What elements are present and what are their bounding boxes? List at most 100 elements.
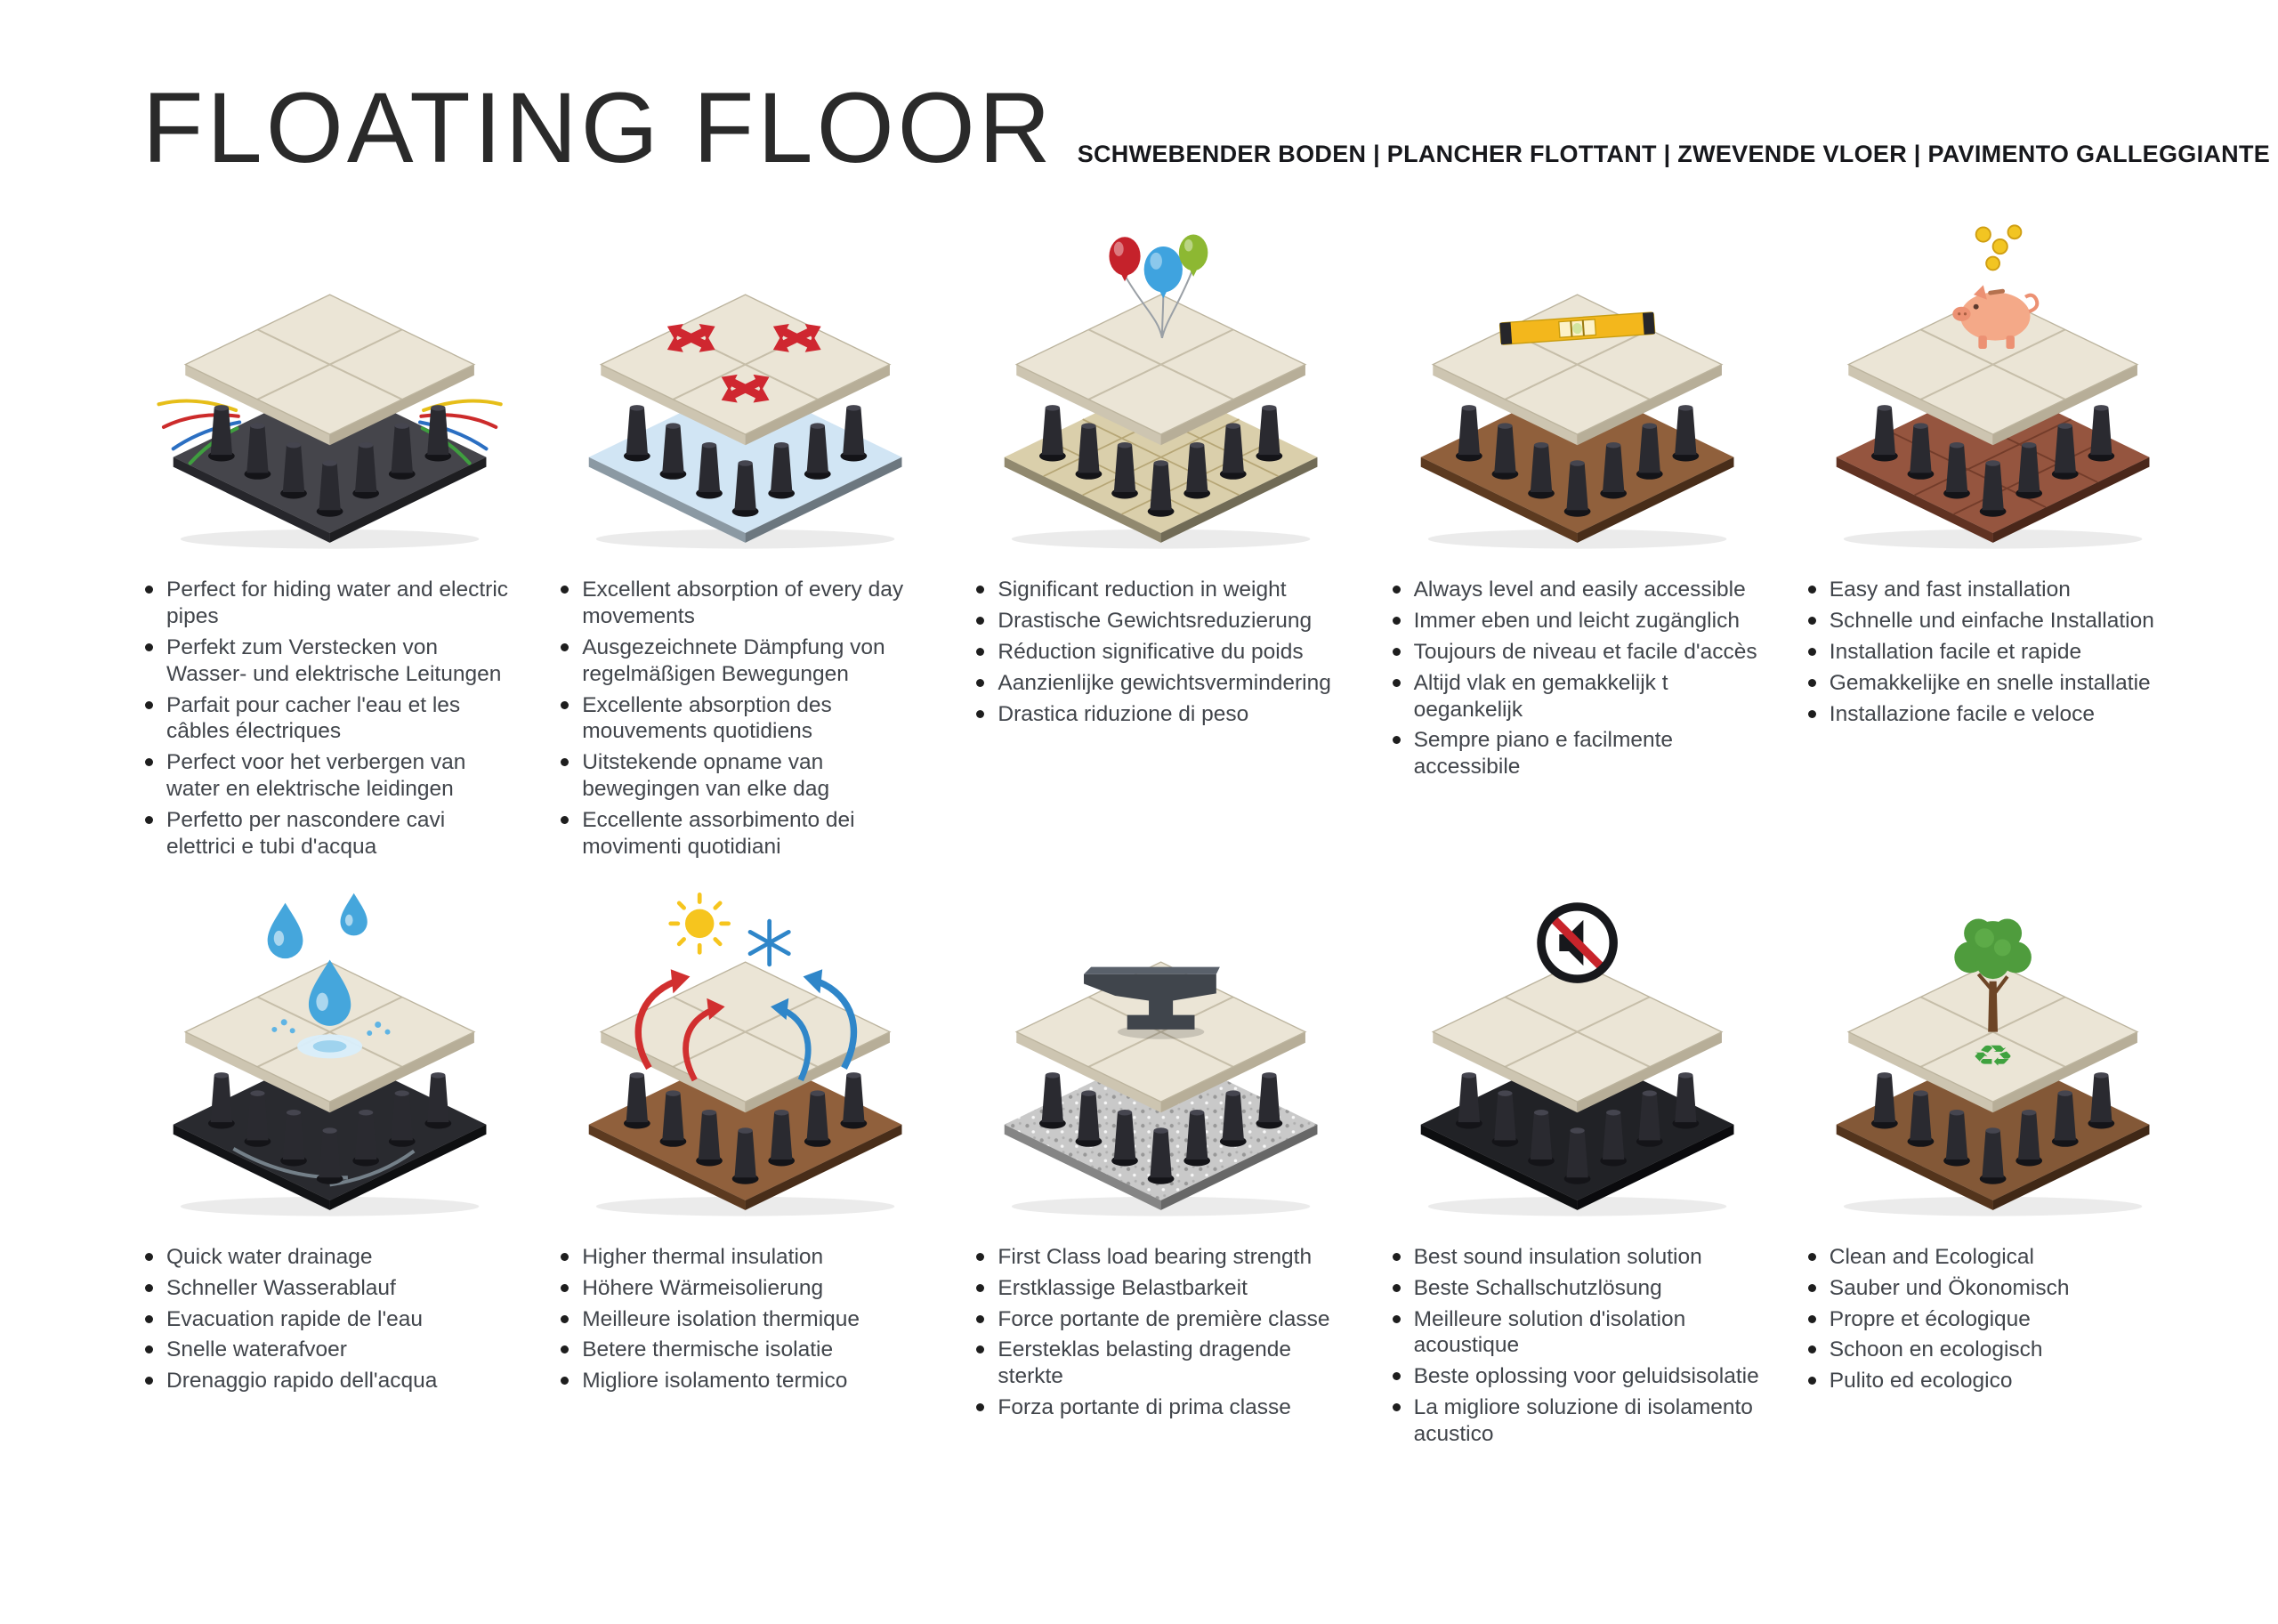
feature-item: Best sound insulation solution bbox=[1390, 1244, 1765, 1271]
warm-arrows-icon bbox=[634, 969, 725, 1082]
feature-item: Toujours de niveau et facile d'accès bbox=[1390, 639, 1765, 666]
feature-list: Perfect for hiding water and electric pi… bbox=[142, 577, 517, 865]
feature-item: Altijd vlak en gemakkelijk t oegankelijk bbox=[1390, 670, 1765, 723]
feature-item: Drastica riduzione di peso bbox=[973, 701, 1348, 728]
spirit-level-icon bbox=[1498, 311, 1655, 345]
feature-item: Eersteklas belasting dragende sterkte bbox=[973, 1337, 1348, 1390]
balloons-icon bbox=[1109, 234, 1208, 339]
feature-item: Clean and Ecological bbox=[1805, 1244, 2180, 1271]
floor-piggy-illustration bbox=[1805, 224, 2180, 553]
page-subtitle: SCHWEBENDER BODEN | PLANCHER FLOTTANT | … bbox=[1077, 141, 2271, 167]
feature-item: Drastische Gewichtsreduzierung bbox=[973, 608, 1348, 634]
page: FLOATING FLOOR SCHWEBENDER BODEN | PLANC… bbox=[142, 72, 2270, 1452]
feature-item: Sempre piano e facilmente accessibile bbox=[1390, 727, 1765, 780]
feature-item: Perfect for hiding water and electric pi… bbox=[142, 577, 517, 630]
feature-item: Quick water drainage bbox=[142, 1244, 517, 1271]
feature-movement-absorption: Excellent absorption of every day moveme… bbox=[558, 222, 933, 865]
feature-item: Schoon en ecologisch bbox=[1805, 1337, 2180, 1363]
coins-icon bbox=[1975, 224, 2023, 271]
feature-item: Erstklassige Belastbarkeit bbox=[973, 1275, 1348, 1302]
feature-item: Ausgezeichnete Dämpfung von regelmäßigen… bbox=[558, 634, 933, 688]
feature-row-1: Perfect for hiding water and electric pi… bbox=[142, 222, 2180, 865]
water-drops-icon bbox=[267, 893, 391, 1059]
feature-item: Perfetto per nascondere cavi elettrici e… bbox=[142, 807, 517, 860]
floor-water-illustration bbox=[142, 893, 517, 1221]
feature-item: Propre et écologique bbox=[1805, 1306, 2180, 1333]
floor-tree-illustration: ♻ bbox=[1805, 918, 2180, 1221]
floor-thermal-illustration bbox=[558, 892, 933, 1221]
feature-item: La migliore soluzione di isolamento acus… bbox=[1390, 1394, 1765, 1448]
sun-snowflake-icon bbox=[634, 892, 858, 1082]
snowflake-icon bbox=[747, 918, 791, 966]
feature-item: Snelle waterafvoer bbox=[142, 1337, 517, 1363]
feature-item: Aanzienlijke gewichtsvermindering bbox=[973, 670, 1348, 697]
feature-list: Excellent absorption of every day moveme… bbox=[558, 577, 933, 865]
cold-arrows-icon bbox=[771, 969, 858, 1081]
feature-item: Schnelle und einfache Installation bbox=[1805, 608, 2180, 634]
no-sound-icon bbox=[1536, 901, 1618, 983]
feature-item: Pulito ed ecologico bbox=[1805, 1368, 2180, 1394]
feature-item: First Class load bearing strength bbox=[973, 1244, 1348, 1271]
floor-movement-illustration bbox=[558, 222, 933, 553]
feature-item: Excellent absorption of every day moveme… bbox=[558, 577, 933, 630]
feature-item: Excellente absorption des mouvements quo… bbox=[558, 692, 933, 746]
feature-item: Higher thermal insulation bbox=[558, 1244, 933, 1271]
feature-item: Meilleure solution d'isolation acoustiqu… bbox=[1390, 1306, 1765, 1360]
feature-item: Installazione facile e veloce bbox=[1805, 701, 2180, 728]
floor-balloons-illustration bbox=[973, 234, 1348, 553]
feature-item: Installation facile et rapide bbox=[1805, 639, 2180, 666]
anvil-icon bbox=[1084, 966, 1221, 1039]
feature-item: Gemakkelijke en snelle installatie bbox=[1805, 670, 2180, 697]
feature-item: Force portante de première classe bbox=[973, 1306, 1348, 1333]
floor-nosound-illustration bbox=[1390, 901, 1765, 1221]
feature-item: Always level and easily accessible bbox=[1390, 577, 1765, 603]
feature-item: Evacuation rapide de l'eau bbox=[142, 1306, 517, 1333]
feature-item: Migliore isolamento termico bbox=[558, 1368, 933, 1394]
piggy-bank-icon bbox=[1952, 224, 2040, 350]
tree-icon bbox=[1954, 918, 2032, 1032]
feature-item: Drenaggio rapido dell'acqua bbox=[142, 1368, 517, 1394]
page-header: FLOATING FLOOR SCHWEBENDER BODEN | PLANC… bbox=[142, 72, 2270, 183]
feature-item: Significant reduction in weight bbox=[973, 577, 1348, 603]
feature-item: Höhere Wärmeisolierung bbox=[558, 1275, 933, 1302]
feature-item: Betere thermische isolatie bbox=[558, 1337, 933, 1363]
feature-item: Beste oplossing voor geluidsisolatie bbox=[1390, 1363, 1765, 1390]
floor-anvil-illustration bbox=[1005, 890, 1318, 1221]
sun-icon bbox=[668, 892, 731, 955]
feature-item: Sauber und Ökonomisch bbox=[1805, 1275, 2180, 1302]
feature-item: Immer eben und leicht zugänglich bbox=[1390, 608, 1765, 634]
feature-item: Meilleure isolation thermique bbox=[558, 1306, 933, 1333]
feature-item: Réduction significative du poids bbox=[973, 639, 1348, 666]
feature-item: Parfait pour cacher l'eau et les câbles … bbox=[142, 692, 517, 746]
feature-item: Easy and fast installation bbox=[1805, 577, 2180, 603]
feature-item: Perfekt zum Verstecken von Wasser- und e… bbox=[142, 634, 517, 688]
page-title: FLOATING FLOOR bbox=[142, 72, 1054, 183]
feature-item: Beste Schallschutzlösung bbox=[1390, 1275, 1765, 1302]
feature-item: Schneller Wasserablauf bbox=[142, 1275, 517, 1302]
feature-item: Forza portante di prima classe bbox=[973, 1394, 1348, 1421]
floor-level-illustration bbox=[1390, 222, 1765, 553]
feature-hide-pipes: Perfect for hiding water and electric pi… bbox=[142, 222, 517, 865]
feature-item: Perfect voor het verbergen van water en … bbox=[142, 749, 517, 803]
recycle-icon: ♻ bbox=[1971, 1038, 2015, 1072]
floor-cables-illustration bbox=[157, 222, 503, 553]
feature-item: Eccellente assorbimento dei movimenti qu… bbox=[558, 807, 933, 860]
feature-item: Uitstekende opname van bewegingen van el… bbox=[558, 749, 933, 803]
